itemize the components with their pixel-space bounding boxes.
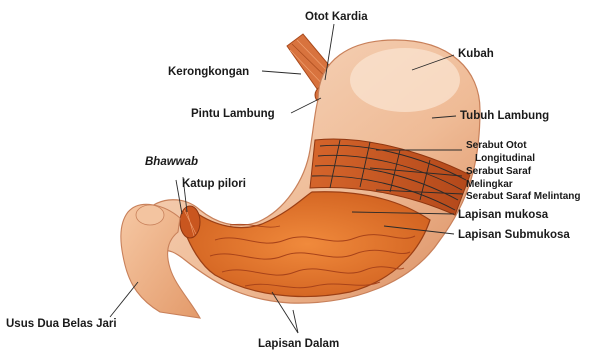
label-tubuh-lambung: Tubuh Lambung [460,110,549,122]
label-lapisan-submukosa: Lapisan Submukosa [458,229,570,241]
fundus-highlight [350,48,460,112]
label-serabut-saraf-line2: Melingkar [466,179,513,190]
label-kerongkongan: Kerongkongan [168,66,249,78]
label-serabut-otot-line1: Serabut Otot [466,140,527,151]
label-kubah: Kubah [458,48,494,60]
label-lapisan-dalam: Lapisan Dalam [258,338,339,350]
label-katup-pilori: Katup pilori [182,178,246,190]
label-otot-kardia: Otot Kardia [305,11,368,23]
label-pintu-lambung: Pintu Lambung [191,108,275,120]
label-bhawwab: Bhawwab [145,156,198,168]
label-serabut-saraf-melintang: Serabut Saraf Melintang [466,191,580,202]
label-lapisan-mukosa: Lapisan mukosa [458,209,549,221]
label-usus-dua-belas-jari: Usus Dua Belas Jari [6,318,117,330]
label-serabut-saraf-line1: Serabut Saraf [466,166,532,177]
label-serabut-otot-line2: Longitudinal [475,153,535,164]
pyloric-sphincter [180,206,200,238]
